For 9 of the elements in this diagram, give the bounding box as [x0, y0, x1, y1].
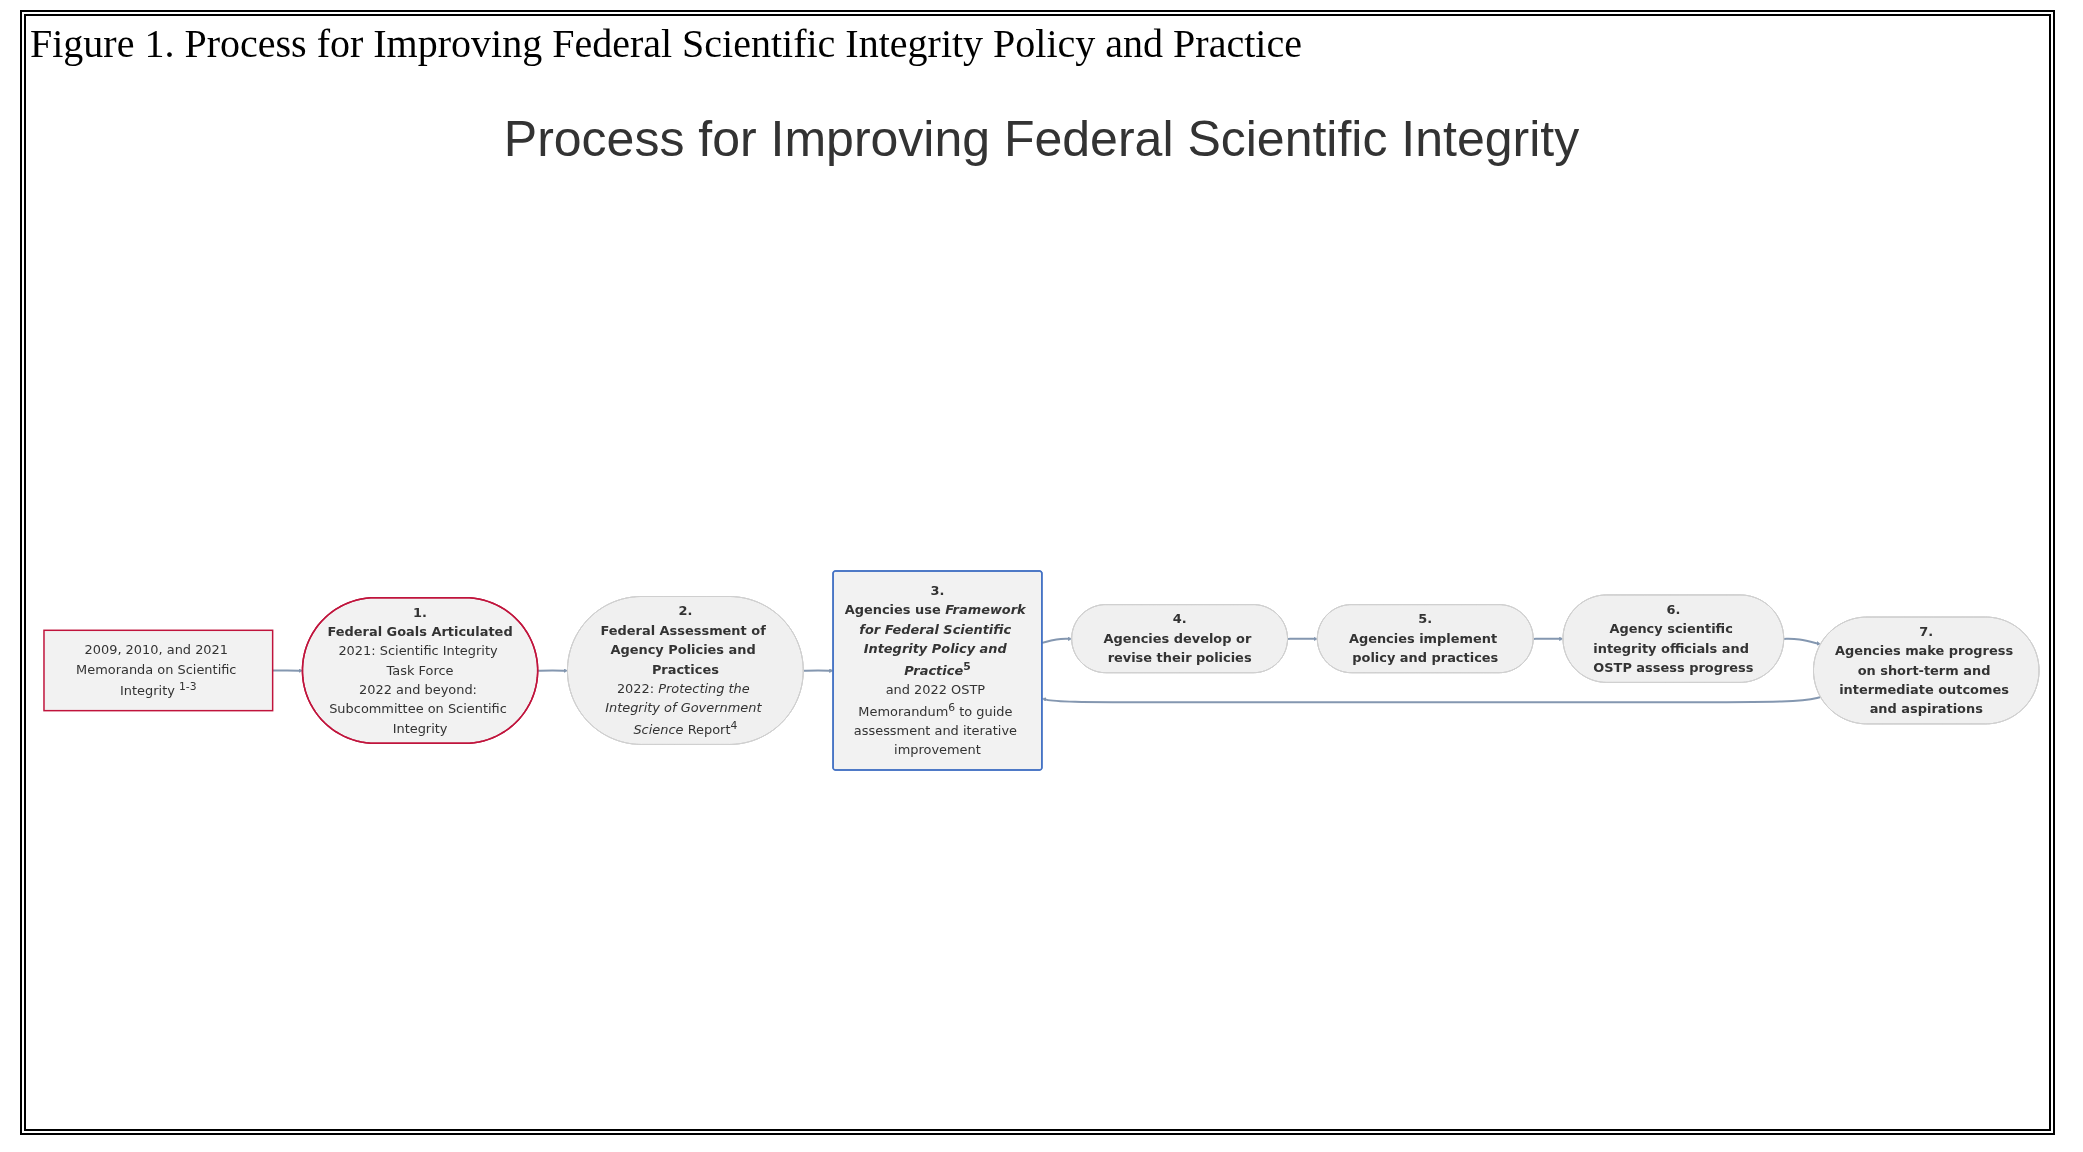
arrow [1532, 636, 1564, 641]
arrow [802, 668, 834, 673]
center-heading: Process for Improving Federal Scientific Integrity [502, 110, 1581, 168]
arrow [1286, 636, 1318, 641]
figure-title: Figure 1. Process for Improving Federal Scientific Integrity Policy and Practice [30, 20, 1302, 67]
arrow [1041, 695, 1822, 703]
node-box: 2009, 2010, and 2021 Memoranda on Scientific Integrity $^{1-3}$ [43, 629, 274, 711]
arrow [1782, 637, 1821, 645]
arrow [1041, 636, 1073, 644]
